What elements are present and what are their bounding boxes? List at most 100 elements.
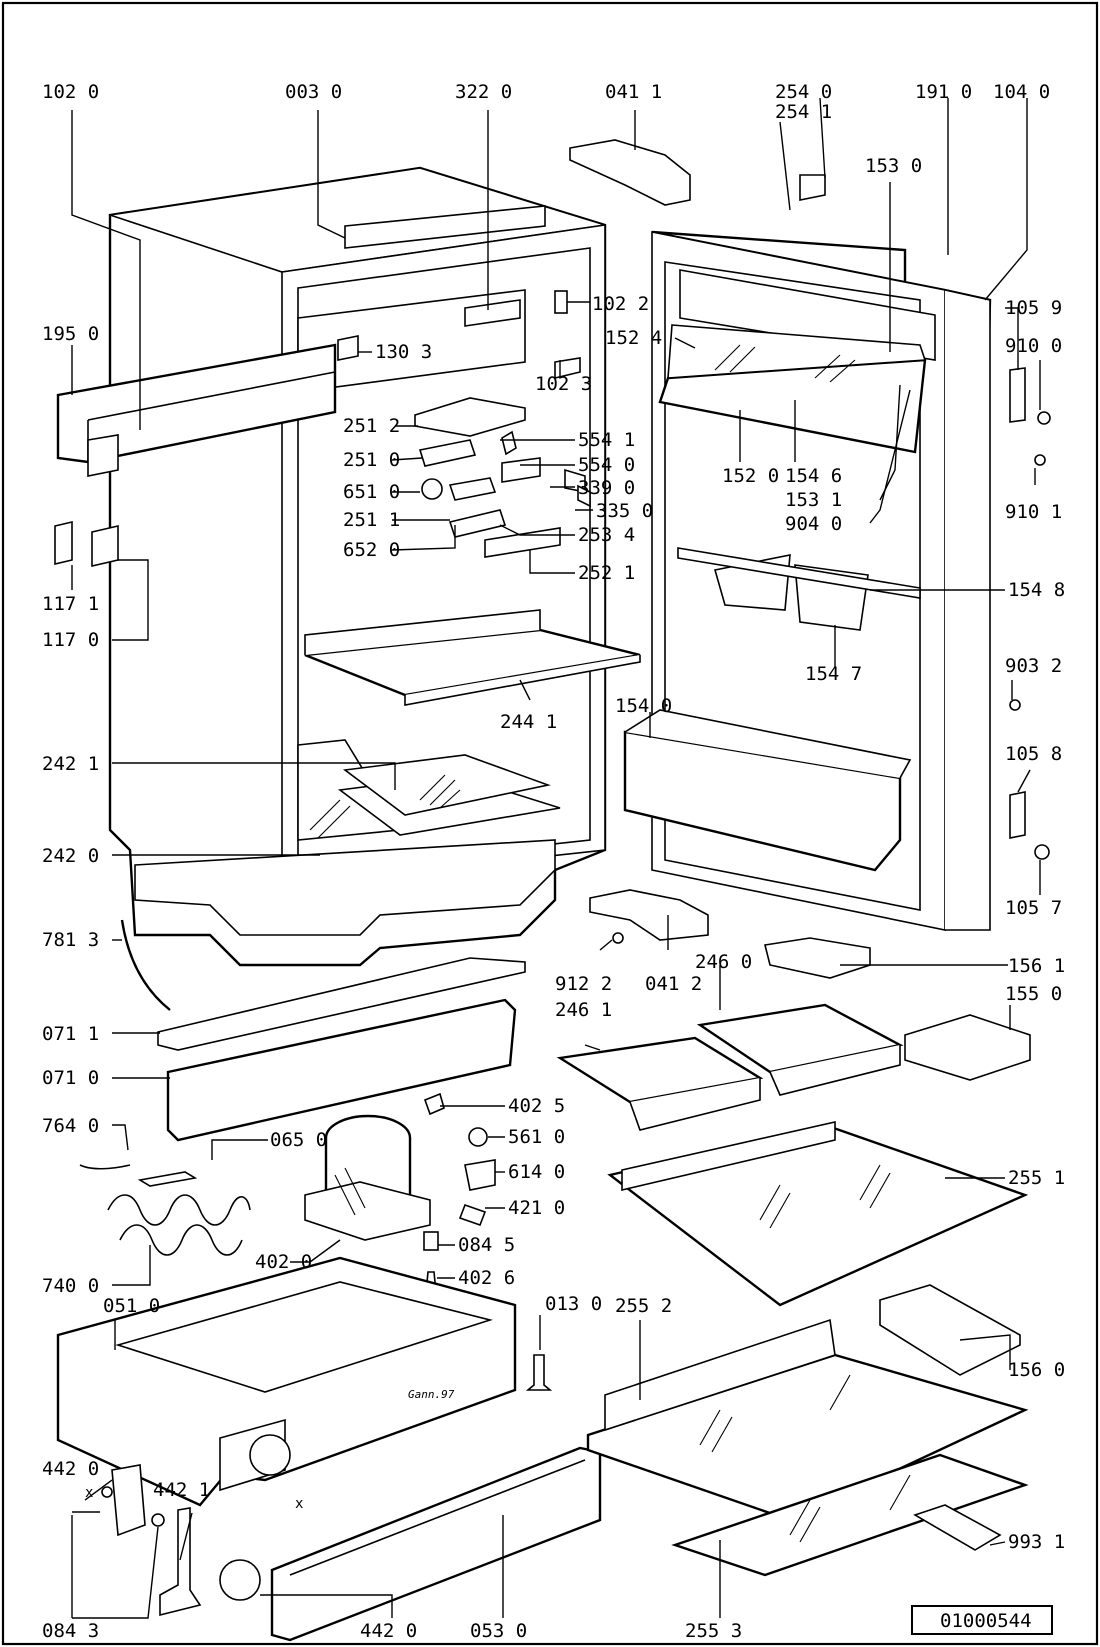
artist-mark: Gann.97 [408, 1388, 455, 1401]
callout-label: 252 1 [578, 562, 635, 584]
callout-label: 155 0 [1005, 983, 1062, 1005]
callout-label: 104 0 [993, 81, 1050, 103]
bottom-hinge [589, 889, 709, 941]
callout-label: 053 0 [470, 1620, 527, 1642]
ice-cube-tray [879, 1284, 1021, 1376]
ice-scraper [913, 1504, 1002, 1551]
callout-label: 153 1 [785, 489, 842, 511]
callout-label: 781 3 [42, 929, 99, 951]
callout-label: 244 1 [500, 711, 557, 733]
callout-label: 251 1 [343, 509, 400, 531]
callout-label: 254 1 [775, 101, 832, 123]
callout-label: 554 1 [578, 429, 635, 451]
capacitor-421-0 [458, 1203, 487, 1227]
grommet-561-0 [468, 1127, 488, 1147]
callout-label: 102 3 [535, 373, 592, 395]
leader-lines [71, 97, 1041, 1619]
callout-label: 561 0 [508, 1126, 565, 1148]
callout-label: 255 1 [1008, 1167, 1065, 1189]
callout-label: 102 0 [42, 81, 99, 103]
callout-label: 130 3 [375, 341, 432, 363]
callout-label: 442 0 [360, 1620, 417, 1642]
callout-label: 242 0 [42, 845, 99, 867]
screw-912-2 [612, 932, 624, 944]
callout-label: 191 0 [915, 81, 972, 103]
callout-label: 322 0 [455, 81, 512, 103]
callout-label: 242 1 [42, 753, 99, 775]
door-cap [799, 174, 826, 201]
door-trim-right [1009, 367, 1026, 423]
callout-label: 740 0 [42, 1275, 99, 1297]
base-tray: Gann.97 [56, 1256, 517, 1507]
callout-label: 442 1 [153, 1479, 210, 1501]
fan-blade [219, 1559, 261, 1601]
top-hinge [569, 139, 691, 206]
callout-label: 910 1 [1005, 501, 1062, 523]
callout-label: 251 2 [343, 415, 400, 437]
callout-label: 084 5 [458, 1234, 515, 1256]
washer-x [101, 1486, 113, 1498]
callout-label: 904 0 [785, 513, 842, 535]
glass-shelf-255-1 [607, 1120, 1029, 1307]
callout-label: 402 0 [255, 1251, 312, 1273]
callout-label: 105 8 [1005, 743, 1062, 765]
callout-labels: 102 0 003 0 322 0 041 1 254 0 254 1 191 … [42, 81, 1065, 1642]
callout-label: 156 1 [1008, 955, 1065, 977]
callout-label: 154 7 [805, 663, 862, 685]
egg-tray [904, 1014, 1031, 1081]
callout-label: 993 1 [1008, 1531, 1065, 1553]
side-cover [56, 343, 337, 477]
callout-label: 156 0 [1008, 1359, 1065, 1381]
relay-614-0 [464, 1159, 496, 1191]
document-number-box [911, 1605, 1053, 1635]
door-bins-small [677, 547, 921, 631]
callout-label: 335 0 [596, 500, 653, 522]
callout-label: 003 0 [285, 81, 342, 103]
hinge-plate-117-1 [54, 520, 73, 566]
callout-label: 071 1 [42, 1023, 99, 1045]
bracket-105-8 [1009, 791, 1026, 839]
screw-910-1 [1034, 454, 1046, 466]
callout-label: 154 0 [615, 695, 672, 717]
callout-label: 105 7 [1005, 897, 1062, 919]
sleeve-084-5 [423, 1231, 439, 1251]
callout-label: 071 0 [42, 1067, 99, 1089]
hinge-cap-117-0 [91, 524, 119, 568]
callout-label: 912 2 [555, 973, 612, 995]
callout-label: 614 0 [508, 1161, 565, 1183]
fan-motor-442-0 [111, 1464, 146, 1537]
door-bin-bottom [623, 709, 912, 872]
callout-label: 255 3 [685, 1620, 742, 1642]
butter-dish [764, 937, 871, 979]
callout-label: 421 0 [508, 1197, 565, 1219]
callout-label: 251 0 [343, 449, 400, 471]
callout-label: 152 0 [722, 465, 779, 487]
callout-label: x [85, 1485, 93, 1501]
drain-hose [120, 919, 171, 1011]
nut-903-2 [1009, 699, 1021, 711]
callout-label: x [295, 1496, 303, 1512]
rear-channel-upper [157, 957, 526, 1051]
callout-label: 255 2 [615, 1295, 672, 1317]
kick-plate [270, 1446, 602, 1642]
glass-shelf-upper [304, 609, 641, 706]
callout-label: 339 0 [578, 477, 635, 499]
door-bin-large [658, 324, 927, 454]
callout-label: 195 0 [42, 323, 99, 345]
callout-label: 442 0 [42, 1458, 99, 1480]
washer-084-3 [151, 1513, 165, 1527]
callout-label: 013 0 [545, 1293, 602, 1315]
callout-label: 903 2 [1005, 655, 1062, 677]
callout-label: 402 5 [508, 1095, 565, 1117]
callout-label: 910 0 [1005, 335, 1062, 357]
callout-label: 153 0 [865, 155, 922, 177]
callout-label: 154 8 [1008, 579, 1065, 601]
callout-label: 041 1 [605, 81, 662, 103]
callout-label: 253 4 [578, 524, 635, 546]
callout-label: 651 0 [343, 481, 400, 503]
callout-label: 152 4 [605, 327, 662, 349]
callout-label: 652 0 [343, 539, 400, 561]
document-number: 01000544 [940, 1610, 1032, 1632]
